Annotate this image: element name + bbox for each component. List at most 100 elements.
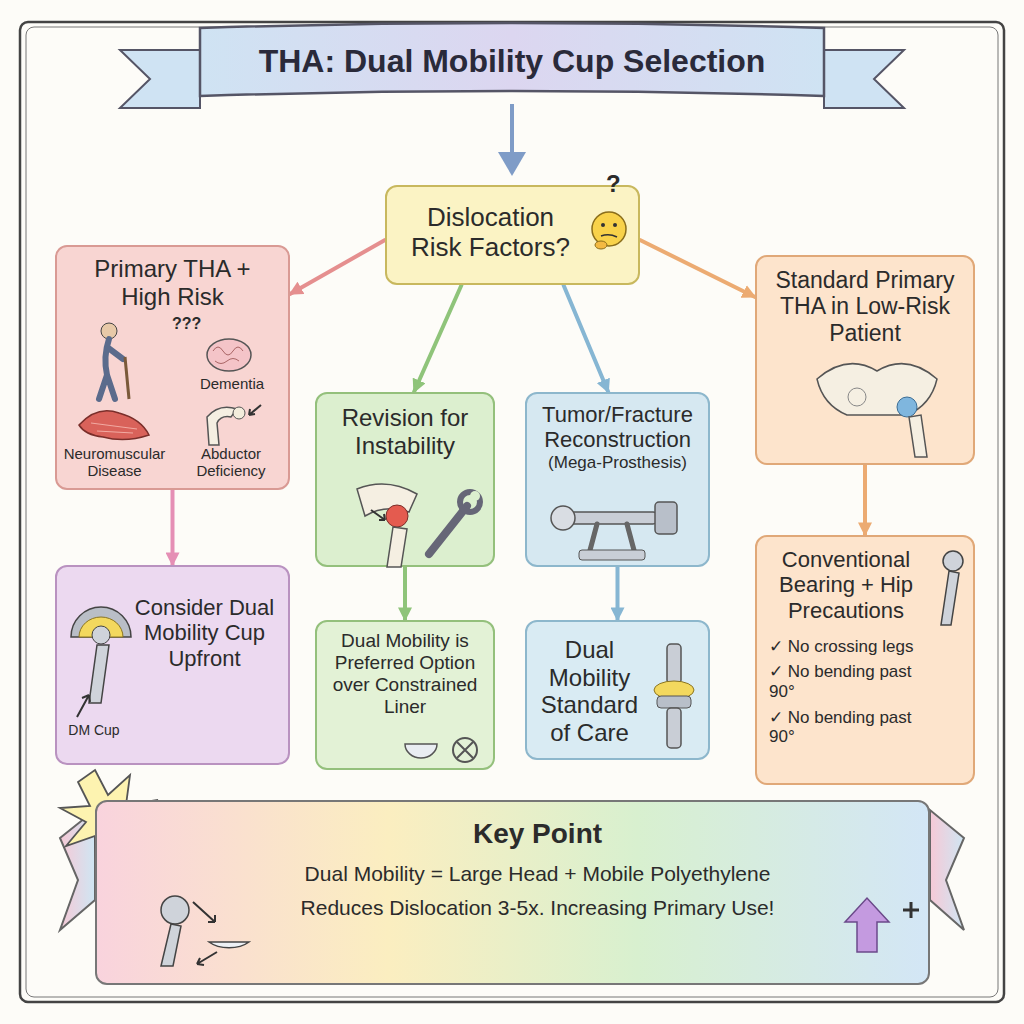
- icon-part: [405, 744, 437, 758]
- box-heading: Primary THA + High Risk: [87, 255, 258, 310]
- icon-part: [125, 357, 129, 399]
- box-text: Dual Mobility = Large Head + Mobile Poly…: [237, 862, 838, 886]
- icon-part: [655, 502, 677, 534]
- icon-part: [909, 415, 927, 457]
- icon-part: [667, 708, 681, 748]
- process-box: Conventional Bearing + Hip Precautions ✓ …: [755, 535, 975, 785]
- icon-part: [71, 607, 131, 637]
- flow-arrow: [290, 240, 385, 294]
- process-box: Revision for Instability: [315, 392, 495, 567]
- process-box: Tumor/Fracture Reconstruction(Mega-Prost…: [525, 392, 710, 567]
- box-text: Reduces Dislocation 3-5x. Increasing Pri…: [237, 896, 838, 920]
- icon-part: [207, 339, 251, 371]
- box-text: (Mega-Prosthesis): [535, 453, 700, 473]
- box-heading: Tumor/Fracture Reconstruction: [535, 402, 700, 453]
- icon-part: [941, 571, 959, 625]
- flow-arrow: [616, 567, 620, 620]
- icon-part: [213, 347, 243, 364]
- box-heading: Dislocation Risk Factors?: [399, 203, 582, 263]
- box-heading: Key Point: [237, 818, 838, 850]
- icon-part: [845, 898, 889, 952]
- box-text: ✓ No bending past 90°: [769, 708, 923, 747]
- icon-part: [943, 551, 963, 571]
- banner-tail: [930, 810, 964, 930]
- title-ribbon: [200, 23, 824, 96]
- icon-part: [453, 738, 477, 762]
- box-text: Dementia: [177, 375, 287, 392]
- flow-arrow: [640, 240, 755, 297]
- icon-part: [667, 644, 681, 684]
- process-box: Dual Mobility is Preferred Option over C…: [315, 620, 495, 770]
- icon-part: [817, 364, 937, 415]
- icon-part: [657, 696, 691, 708]
- outer-frame-sketch: [26, 27, 998, 997]
- icon-part: [429, 506, 467, 554]
- icon-part: [903, 902, 919, 918]
- box-heading: Dual Mobility Standard of Care: [537, 636, 642, 746]
- icon-part: [91, 423, 137, 433]
- icon-part: [551, 506, 575, 530]
- ribbon-tail: [824, 50, 904, 108]
- icon-part: [99, 339, 123, 399]
- flow-arrow: [403, 567, 407, 620]
- icon-part: [207, 407, 237, 445]
- icon-part: [249, 405, 261, 415]
- icon-part: [92, 626, 110, 644]
- icon-part: [567, 512, 657, 524]
- box-heading: Consider Dual Mobility Cup Upfront: [129, 595, 280, 671]
- icon-part: [386, 505, 408, 527]
- icon-part: [161, 896, 189, 924]
- icon-part: [233, 407, 245, 419]
- process-box: Dislocation Risk Factors?: [385, 185, 640, 285]
- box-text: DM Cup: [61, 722, 127, 738]
- icon-part: [161, 924, 181, 966]
- ribbon-tail: [120, 50, 200, 108]
- key-point-banner: Key PointDual Mobility = Large Head + Mo…: [95, 800, 930, 985]
- icon-part: [613, 223, 617, 227]
- icon-part: [193, 902, 217, 965]
- icon-part: [209, 942, 249, 948]
- title-arrow: [510, 104, 514, 160]
- box-heading: Dual Mobility is Preferred Option over C…: [325, 630, 485, 717]
- banner-tail: [60, 810, 95, 930]
- question-mark: ?: [606, 172, 621, 196]
- icon-part: [357, 484, 417, 516]
- icon-part: [592, 212, 626, 246]
- box-heading: Conventional Bearing + Hip Precautions: [769, 547, 923, 623]
- icon-part: [460, 492, 480, 512]
- icon-part: [601, 235, 617, 237]
- icon-part: [848, 388, 866, 406]
- process-box: Standard Primary THA in Low-Risk Patient: [755, 255, 975, 465]
- question-mark: ???: [172, 316, 201, 332]
- box-text: ✓ No bending past 90°: [769, 662, 923, 701]
- icon-part: [579, 550, 645, 560]
- process-box: Consider Dual Mobility Cup Upfront DM Cup: [55, 565, 290, 765]
- icon-part: [101, 323, 117, 339]
- icon-part: [654, 681, 694, 699]
- icon-part: [79, 411, 149, 440]
- box-text: Abductor Deficiency: [172, 445, 290, 480]
- flow-arrow: [414, 285, 462, 392]
- box-text: ✓ No crossing legs: [769, 637, 923, 657]
- outer-frame: [20, 22, 1004, 1002]
- title-text: THA: Dual Mobility Cup Selection: [200, 30, 824, 92]
- process-box: Primary THA + High RiskDementiaNeuromusc…: [55, 245, 290, 490]
- flow-arrow: [171, 490, 175, 565]
- icon-part: [79, 617, 123, 637]
- icon-part: [77, 695, 90, 717]
- icon-part: [371, 510, 385, 520]
- flow-arrow: [564, 285, 609, 392]
- box-text: Neuromuscular Disease: [57, 445, 172, 480]
- icon-part: [589, 524, 635, 554]
- icon-part: [601, 223, 605, 227]
- box-heading: Revision for Instability: [325, 404, 485, 459]
- icon-part: [89, 645, 109, 703]
- icon-part: [457, 742, 473, 758]
- icon-part: [470, 491, 480, 501]
- process-box: Dual Mobility Standard of Care: [525, 620, 710, 760]
- icon-part: [897, 397, 917, 417]
- icon-part: [595, 241, 607, 249]
- title-arrow-head: [498, 152, 526, 176]
- icon-part: [387, 527, 407, 567]
